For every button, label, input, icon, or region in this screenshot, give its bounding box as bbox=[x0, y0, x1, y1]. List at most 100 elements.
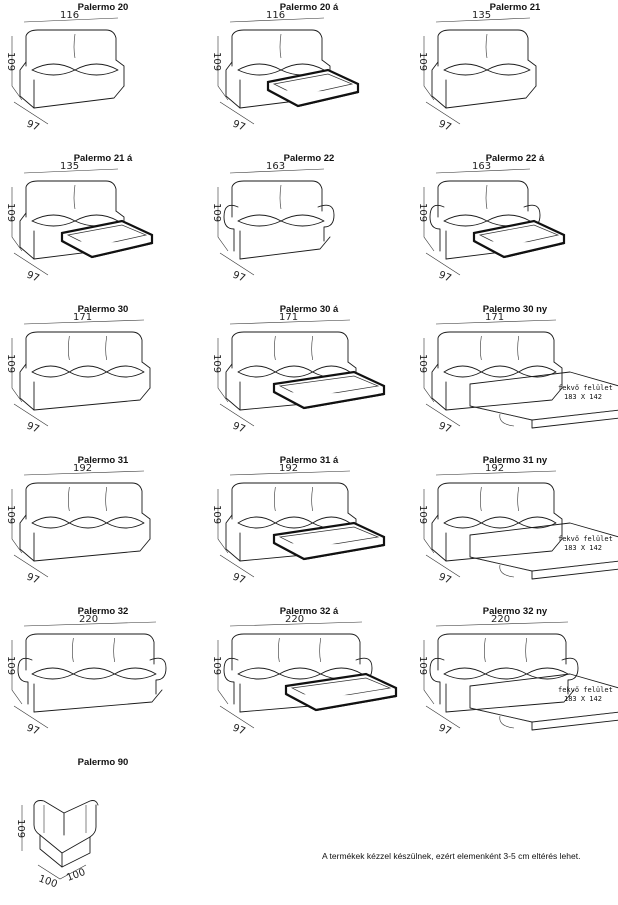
depth-label: 97 bbox=[437, 572, 453, 587]
storage-drawer bbox=[472, 219, 566, 259]
width-label: 135 bbox=[60, 161, 79, 172]
sofa-outline bbox=[431, 29, 537, 109]
depth-label: 97 bbox=[437, 421, 453, 436]
height-label: 109 bbox=[5, 656, 16, 675]
depth-label: 97 bbox=[437, 270, 453, 285]
corner-sofa-outline bbox=[33, 800, 99, 868]
bed-label-line2: 183 X 142 bbox=[564, 695, 602, 703]
product-title: Palermo 30 bbox=[77, 304, 129, 315]
height-label: 109 bbox=[211, 52, 222, 71]
height-label: 109 bbox=[417, 52, 428, 71]
product-title: Palermo 20 bbox=[77, 2, 129, 13]
product-palermo-90: Palermo 90 109 100 100 bbox=[0, 755, 206, 890]
depth-label: 97 bbox=[231, 270, 247, 285]
height-label: 109 bbox=[5, 203, 16, 222]
storage-drawer bbox=[60, 219, 154, 259]
product-title: Palermo 22 bbox=[283, 153, 335, 164]
bed-label-line2: 183 X 142 bbox=[564, 393, 602, 401]
bed-label-line1: fekvő felület bbox=[558, 534, 613, 543]
footer-note: A termékek kézzel készülnek, ezért eleme… bbox=[322, 851, 581, 861]
storage-drawer bbox=[272, 370, 386, 410]
height-label: 109 bbox=[211, 656, 222, 675]
product-title: Palermo 31 bbox=[77, 455, 129, 466]
sofa-drawing: 171 109 97 bbox=[211, 312, 386, 436]
width-label: 220 bbox=[491, 614, 510, 625]
corner-sofa-drawing: 109 100 100 bbox=[15, 800, 99, 890]
bed-label-line1: fekvő felület bbox=[558, 685, 613, 694]
sofa-outline bbox=[19, 29, 125, 109]
width-label: 163 bbox=[266, 161, 285, 172]
depth-label: 97 bbox=[25, 119, 41, 134]
depth-label: 97 bbox=[231, 723, 247, 738]
width-label: 171 bbox=[279, 312, 298, 323]
product-title: Palermo 30 ny bbox=[482, 304, 548, 315]
width-label: 220 bbox=[285, 614, 304, 625]
product-title: Palermo 21 bbox=[489, 2, 541, 13]
depth-label: 97 bbox=[25, 572, 41, 587]
sofa-drawing: 220 109 97 bbox=[5, 614, 167, 738]
product-title: Palermo 31 ny bbox=[482, 455, 548, 466]
height-label: 109 bbox=[15, 819, 26, 838]
width-label: 192 bbox=[73, 463, 92, 474]
bed-label-line1: fekvő felület bbox=[558, 383, 613, 392]
height-label: 109 bbox=[417, 203, 428, 222]
depth-label: 97 bbox=[437, 723, 453, 738]
depth-label: 97 bbox=[231, 572, 247, 587]
width-label: 135 bbox=[472, 10, 491, 21]
height-label: 109 bbox=[211, 505, 222, 524]
bed-label-line2: 183 X 142 bbox=[564, 544, 602, 552]
sofa-drawing: 192 109 97 bbox=[211, 463, 386, 587]
depth-label: 97 bbox=[231, 421, 247, 436]
product-title: Palermo 30 á bbox=[279, 304, 339, 315]
sofa-drawing: 116 109 97 bbox=[211, 10, 360, 134]
height-label: 109 bbox=[417, 656, 428, 675]
depth-label: 97 bbox=[25, 421, 41, 436]
product-title: Palermo 32 bbox=[77, 606, 129, 617]
width-label: 116 bbox=[266, 10, 285, 21]
width-label: 116 bbox=[60, 10, 79, 21]
product-title: Palermo 21 á bbox=[73, 153, 133, 164]
sofa-outline bbox=[223, 180, 335, 260]
product-title: Palermo 20 á bbox=[279, 2, 339, 13]
sofa-outline bbox=[19, 482, 151, 562]
height-label: 109 bbox=[211, 354, 222, 373]
sofa-outline bbox=[429, 633, 579, 713]
height-label: 109 bbox=[417, 505, 428, 524]
sofa-outline bbox=[431, 331, 563, 411]
width-label: 192 bbox=[485, 463, 504, 474]
product-title: Palermo 22 á bbox=[485, 153, 545, 164]
width-label: 220 bbox=[79, 614, 98, 625]
depth-right-label: 100 bbox=[65, 867, 87, 884]
storage-drawer bbox=[272, 521, 386, 561]
sofa-drawing: 220 109 97 bbox=[211, 614, 398, 738]
width-label: 192 bbox=[279, 463, 298, 474]
product-title: Palermo 32 ny bbox=[482, 606, 548, 617]
width-label: 163 bbox=[472, 161, 491, 172]
sofa-outline bbox=[17, 633, 167, 713]
product-title: Palermo 90 bbox=[77, 757, 129, 768]
product-title: Palermo 32 á bbox=[279, 606, 339, 617]
depth-label: 97 bbox=[231, 119, 247, 134]
width-label: 171 bbox=[73, 312, 92, 323]
height-label: 109 bbox=[5, 52, 16, 71]
depth-label: 97 bbox=[25, 723, 41, 738]
height-label: 109 bbox=[417, 354, 428, 373]
sofa-outline bbox=[431, 482, 563, 562]
